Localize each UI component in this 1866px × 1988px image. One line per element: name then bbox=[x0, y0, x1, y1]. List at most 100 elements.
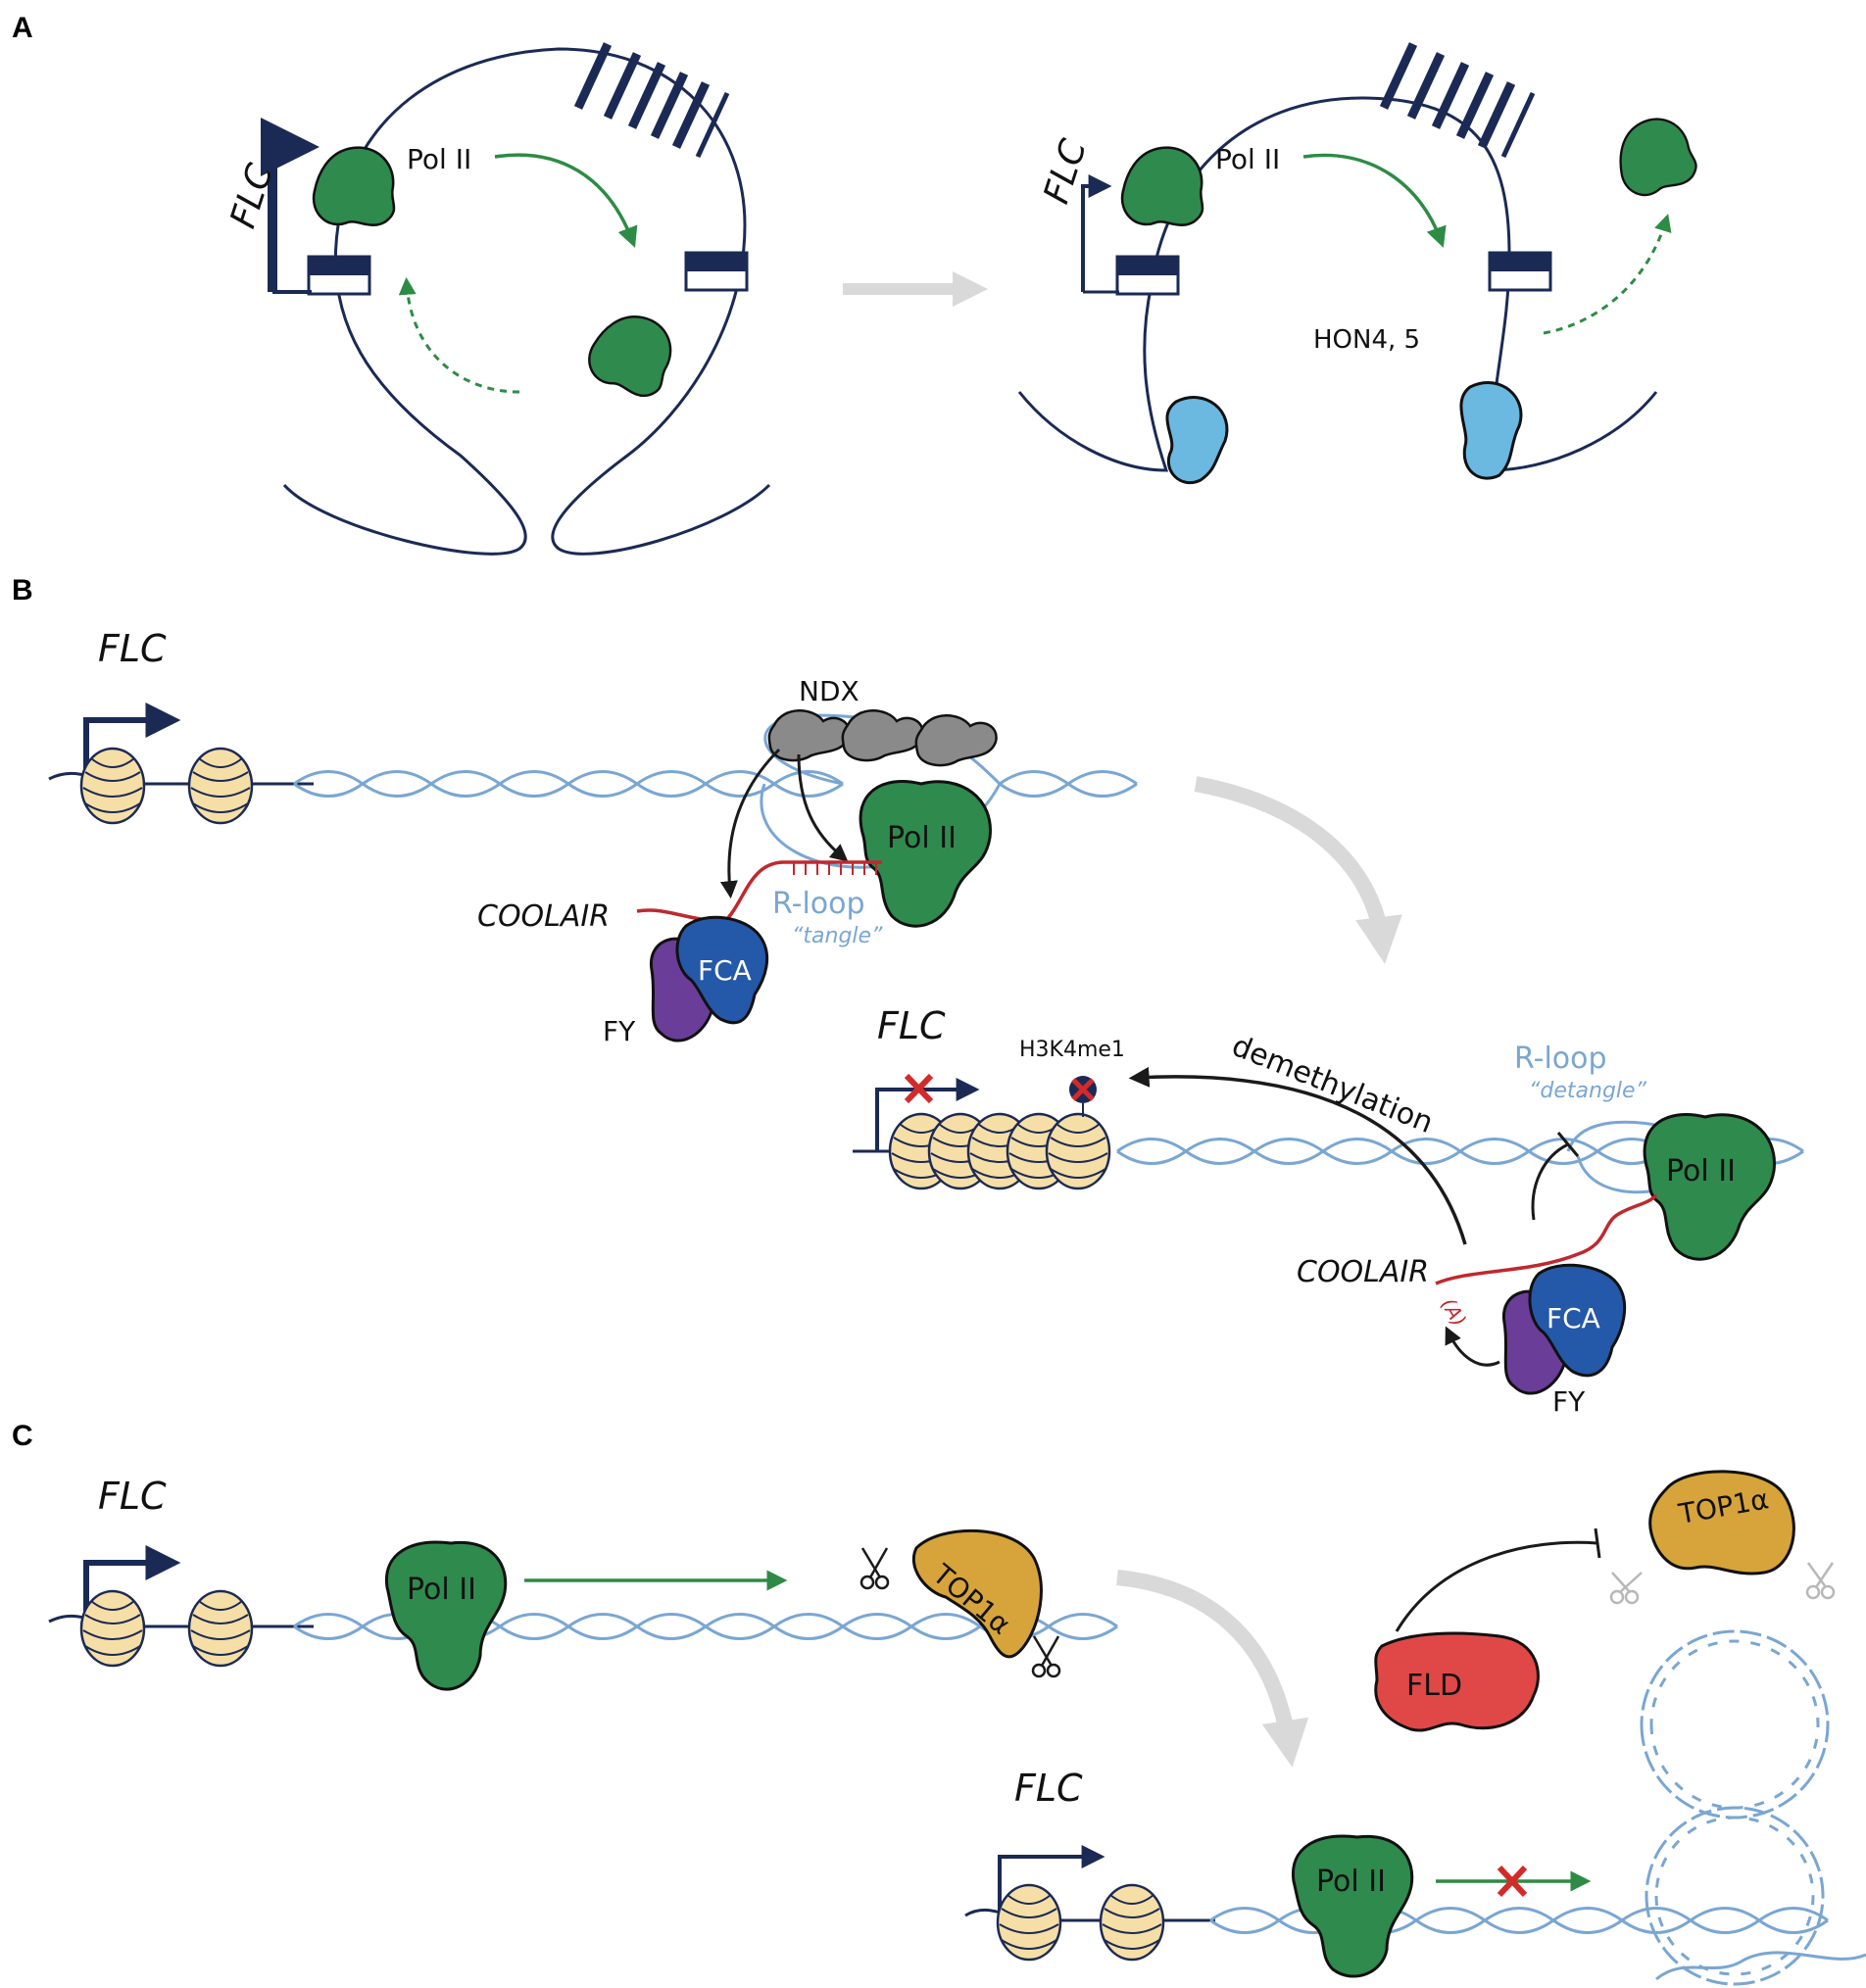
nucleosome bbox=[187, 747, 254, 825]
pol-ii-label: Pol II bbox=[407, 143, 471, 175]
panel-a-left-loop: FLC Pol II bbox=[223, 42, 771, 556]
fy-label: FY bbox=[1552, 1385, 1586, 1418]
pol-ii-label: Pol II bbox=[1215, 143, 1280, 175]
flc-exons bbox=[1379, 42, 1536, 159]
pol-ii-label: Pol II bbox=[887, 821, 957, 855]
polyadenylation-arrow bbox=[1445, 1326, 1500, 1367]
pol-ii-label: Pol II bbox=[407, 1573, 476, 1607]
h3k4me1-removed-x bbox=[1071, 1078, 1095, 1101]
nucleosome bbox=[79, 1589, 146, 1668]
dna-strand bbox=[1209, 1907, 1829, 1934]
flc-label: FLC bbox=[877, 1004, 946, 1047]
pol-ii-blob bbox=[1120, 146, 1204, 226]
transition-arrow-c bbox=[1116, 1570, 1309, 1768]
demethylation-arrow bbox=[1128, 1066, 1467, 1245]
nucleosome bbox=[187, 1589, 254, 1668]
panel-b-top: FLC NDX Pol II bbox=[48, 627, 1138, 1047]
supercoiled-dna bbox=[1645, 1806, 1825, 1986]
coolair-label: COOLAIR bbox=[477, 899, 610, 934]
elongation-blocked-x bbox=[1497, 1865, 1528, 1898]
pol-ii-released-blob bbox=[580, 303, 682, 403]
tss-inhibited-x bbox=[904, 1073, 934, 1104]
pol-ii-elongation-arrow bbox=[494, 153, 638, 248]
pol-ii-release-arrow bbox=[1543, 214, 1672, 335]
flc-label: FLC bbox=[98, 1475, 167, 1518]
fld-blob bbox=[1374, 1631, 1540, 1732]
rloop-label: R-loop bbox=[1514, 1042, 1607, 1076]
flc-tss-arrow bbox=[998, 1845, 1105, 1920]
panel-c-right: FLD TOP1α bbox=[1374, 1470, 1866, 1986]
nucleosome bbox=[1045, 1112, 1111, 1190]
ndx-arrow bbox=[719, 748, 781, 899]
coolair-rna bbox=[1435, 1193, 1658, 1285]
chromatin-loop bbox=[1017, 96, 1658, 472]
promoter-box bbox=[1115, 255, 1180, 296]
rna-dna-hybrid bbox=[793, 862, 877, 875]
panel-b-letter: B bbox=[12, 574, 33, 606]
panel-a: A bbox=[12, 12, 1702, 556]
flc-label: FLC bbox=[98, 627, 167, 670]
pol-ii-blob bbox=[1643, 1112, 1776, 1261]
panel-c-top: FLC Pol II TOP1α bbox=[48, 1475, 1118, 1691]
hon-protein-blob bbox=[1165, 396, 1229, 485]
top1a-blob bbox=[911, 1528, 1043, 1659]
pol-ii-blob bbox=[1291, 1834, 1414, 1978]
pol-ii-blob bbox=[384, 1540, 508, 1691]
rloop-state-label: “detangle” bbox=[1529, 1079, 1647, 1103]
scissors-icon bbox=[1805, 1562, 1836, 1600]
inhibition-arrow bbox=[1531, 1142, 1569, 1221]
flc-label: FLC bbox=[1014, 1767, 1083, 1810]
terminator-box bbox=[684, 251, 749, 292]
pol-ii-label: Pol II bbox=[1316, 1865, 1386, 1899]
ndx-label: NDX bbox=[799, 675, 859, 707]
nucleosome bbox=[996, 1883, 1062, 1962]
ndx-arrow bbox=[797, 753, 849, 862]
panel-c-letter: C bbox=[12, 1420, 33, 1452]
hon-label: HON4, 5 bbox=[1313, 325, 1420, 355]
pol-ii-released-blob bbox=[1605, 108, 1702, 204]
polya-label: (A) bbox=[1437, 1294, 1471, 1331]
panel-a-right-loop: FLC Pol II HON4, 5 bbox=[1017, 42, 1702, 485]
scissors-icon bbox=[1031, 1635, 1061, 1678]
chromatin-loop bbox=[282, 47, 771, 556]
ndx-proteins bbox=[767, 709, 998, 767]
fca-label: FCA bbox=[1547, 1302, 1600, 1334]
flc-tss-arrow bbox=[875, 1078, 980, 1151]
demethylation-label: demethylation bbox=[1227, 1029, 1438, 1140]
nucleosome bbox=[79, 747, 146, 825]
h3k4me1-label: H3K4me1 bbox=[1019, 1038, 1125, 1062]
panel-a-letter: A bbox=[12, 12, 33, 44]
transition-arrow-b bbox=[1194, 776, 1402, 964]
panel-b: B FLC NDX Pol II bbox=[12, 574, 1804, 1418]
fld-inhibition-arrow bbox=[1395, 1540, 1598, 1632]
fld-label: FLD bbox=[1406, 1669, 1462, 1703]
flc-exons bbox=[573, 42, 730, 159]
dna-strand bbox=[293, 770, 844, 798]
scissors-icon bbox=[859, 1547, 890, 1590]
pol-ii-recycling-arrow bbox=[398, 276, 520, 394]
scissors-icon bbox=[1609, 1572, 1643, 1605]
top1a-blob bbox=[1648, 1470, 1795, 1576]
panel-c-bottom: FLC Pol II bbox=[964, 1767, 1829, 1978]
flc-label: FLC bbox=[1037, 134, 1096, 209]
terminator-box bbox=[1488, 251, 1552, 292]
rloop-state-label: “tangle” bbox=[792, 924, 883, 948]
flc-tss-arrow bbox=[261, 118, 319, 292]
rloop-label: R-loop bbox=[772, 887, 865, 921]
fca-label: FCA bbox=[698, 954, 752, 987]
fy-label: FY bbox=[603, 1015, 636, 1047]
panel-b-bottom: FLC H3K4me1 demethylation R-loo bbox=[853, 1004, 1804, 1418]
pol-ii-blob bbox=[312, 146, 396, 226]
pol-ii-label: Pol II bbox=[1666, 1154, 1736, 1188]
pol-ii-elongation-arrow bbox=[1302, 153, 1447, 248]
flc-tss-arrow bbox=[1081, 174, 1112, 292]
hon-protein-blob bbox=[1459, 381, 1523, 480]
nucleosome bbox=[1099, 1883, 1165, 1962]
supercoiled-dna bbox=[1640, 1629, 1830, 1819]
promoter-box bbox=[307, 255, 371, 296]
fca-blob bbox=[1528, 1263, 1627, 1378]
coolair-label: COOLAIR bbox=[1297, 1255, 1429, 1289]
panel-c: C FLC Pol II TOP1α bbox=[12, 1420, 1866, 1986]
fca-blob bbox=[675, 915, 769, 1025]
